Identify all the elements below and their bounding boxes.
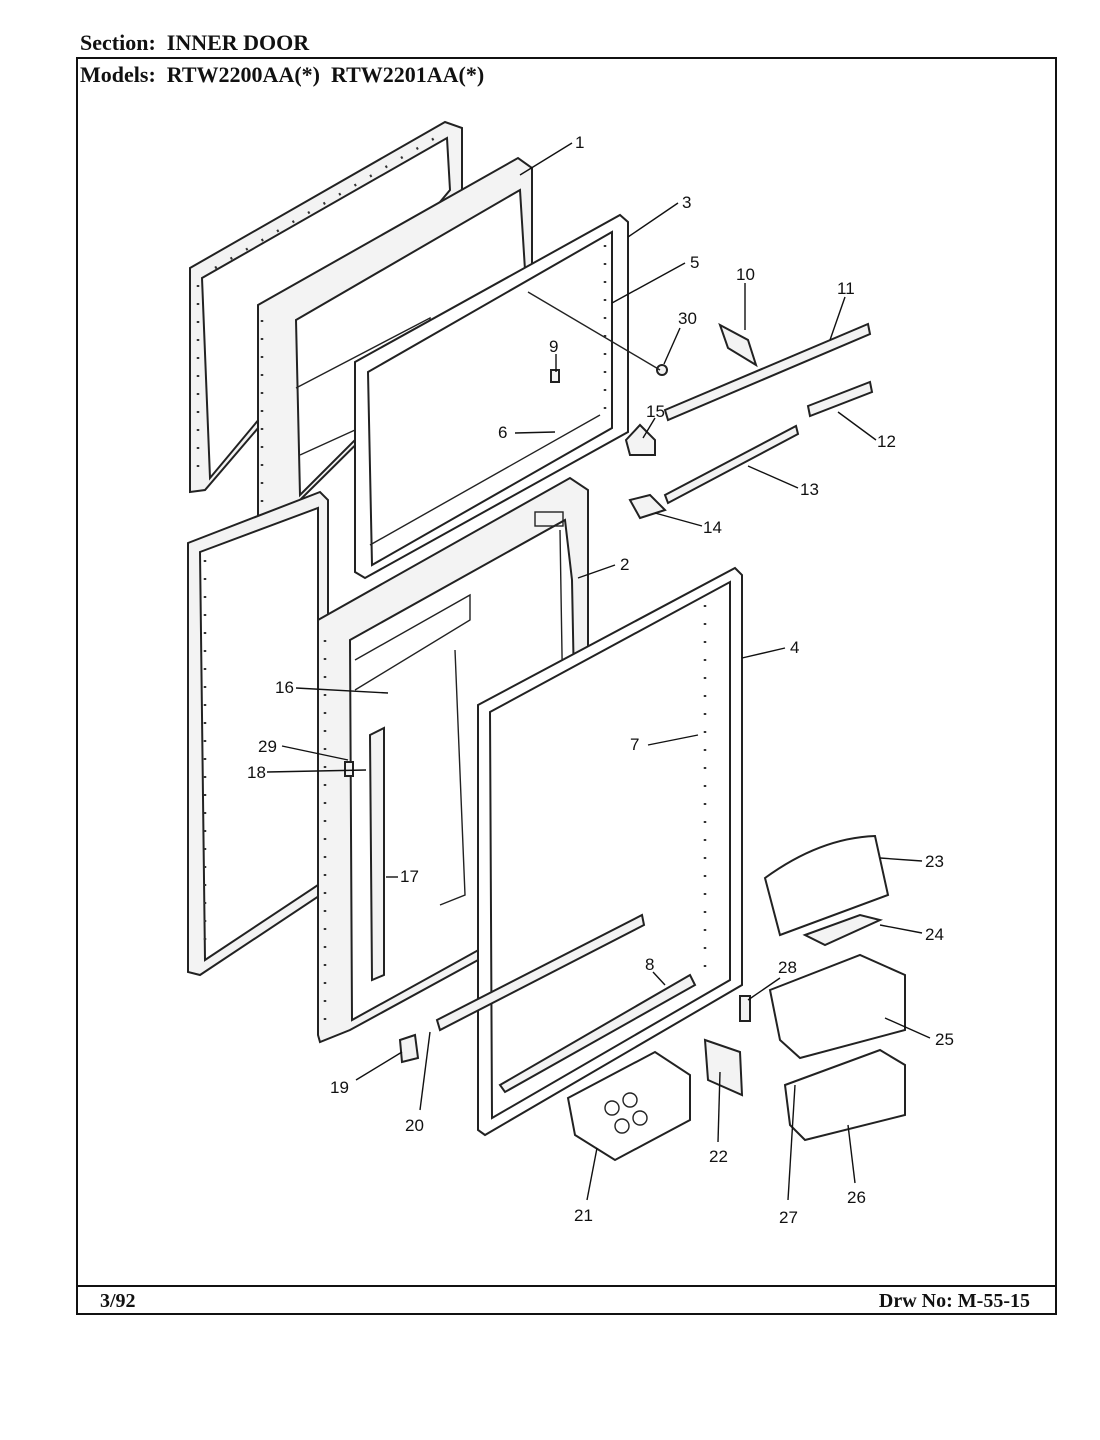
callout-8: 8: [645, 955, 654, 974]
clip-29: [344, 761, 354, 777]
callout-17: 17: [400, 867, 419, 886]
models-line: Models: RTW2200AA(*) RTW2201AA(*): [80, 62, 484, 88]
section-value: INNER DOOR: [166, 30, 310, 55]
bracket-10: [718, 322, 758, 368]
fresh-food-outer-door-panel: [187, 490, 329, 977]
callout-15: 15: [646, 402, 665, 421]
callout-16: 16: [275, 678, 294, 697]
callout-29: 29: [258, 737, 277, 756]
trim-12: [806, 380, 874, 418]
callout-13: 13: [800, 480, 819, 499]
door-bin-upper: [768, 953, 906, 1060]
screw-30: [656, 364, 668, 376]
cap-19: [398, 1033, 420, 1064]
callout-9: 9: [549, 337, 558, 356]
callout-25: 25: [935, 1030, 954, 1049]
callout-4: 4: [790, 638, 799, 657]
trim-strips: [435, 322, 874, 1032]
section-title: Section: INNER DOOR: [80, 30, 309, 56]
leader-30-dashed: [527, 291, 661, 371]
fresh-food-door-gasket: [477, 566, 743, 1137]
callout-22: 22: [709, 1147, 728, 1166]
drawing-frame: [76, 57, 1057, 1315]
callout-10: 10: [736, 265, 755, 284]
callout-26: 26: [847, 1188, 866, 1207]
small-components: [344, 322, 758, 1064]
callout-1: 1: [575, 133, 584, 152]
callout-23: 23: [925, 852, 944, 871]
cap-15: [624, 423, 656, 456]
revision-date: 3/92: [100, 1290, 136, 1312]
trim-20: [435, 913, 646, 1032]
footer-rule: [76, 1285, 1057, 1287]
butter-door: [703, 1038, 744, 1097]
callout-11: 11: [837, 279, 855, 298]
callout-14: 14: [703, 518, 722, 537]
dairy-compartment-door: [763, 834, 890, 937]
models-label: Models:: [80, 62, 156, 87]
callout-24: 24: [925, 925, 944, 944]
drawing-number-value: M-55-15: [957, 1290, 1030, 1312]
callout-27: 27: [779, 1208, 798, 1227]
drawing-number: Drw No: M-55-15: [879, 1290, 1030, 1313]
door-bin-lower: [783, 1048, 906, 1142]
clip-28: [739, 995, 751, 1022]
callout-6: 6: [498, 423, 507, 442]
section-label: Section:: [80, 30, 156, 55]
callout-5: 5: [690, 253, 699, 272]
callout-7: 7: [630, 735, 639, 754]
clip-9: [550, 369, 560, 383]
egg-tray: [566, 1050, 691, 1162]
door-shelf-rail: [368, 726, 385, 982]
callout-21: 21: [574, 1206, 593, 1225]
cap-14: [628, 493, 667, 520]
callout-12: 12: [877, 432, 896, 451]
freezer-door-gasket: [354, 213, 629, 580]
callout-28: 28: [778, 958, 797, 977]
callout-30: 30: [678, 309, 697, 328]
callout-labels: 1 2 3 4 5 6 7 8 9 10 11 12 13 14 15 16 1…: [247, 133, 954, 1227]
callout-20: 20: [405, 1116, 424, 1135]
callout-3: 3: [682, 193, 691, 212]
trim-11: [663, 322, 872, 422]
models-value: RTW2200AA(*) RTW2201AA(*): [166, 62, 485, 87]
trim-13: [663, 424, 800, 505]
drawing-number-label: Drw No:: [878, 1290, 953, 1312]
dairy-shelf: [802, 913, 884, 947]
callout-19: 19: [330, 1078, 349, 1097]
callout-18: 18: [247, 763, 266, 782]
callout-2: 2: [620, 555, 629, 574]
